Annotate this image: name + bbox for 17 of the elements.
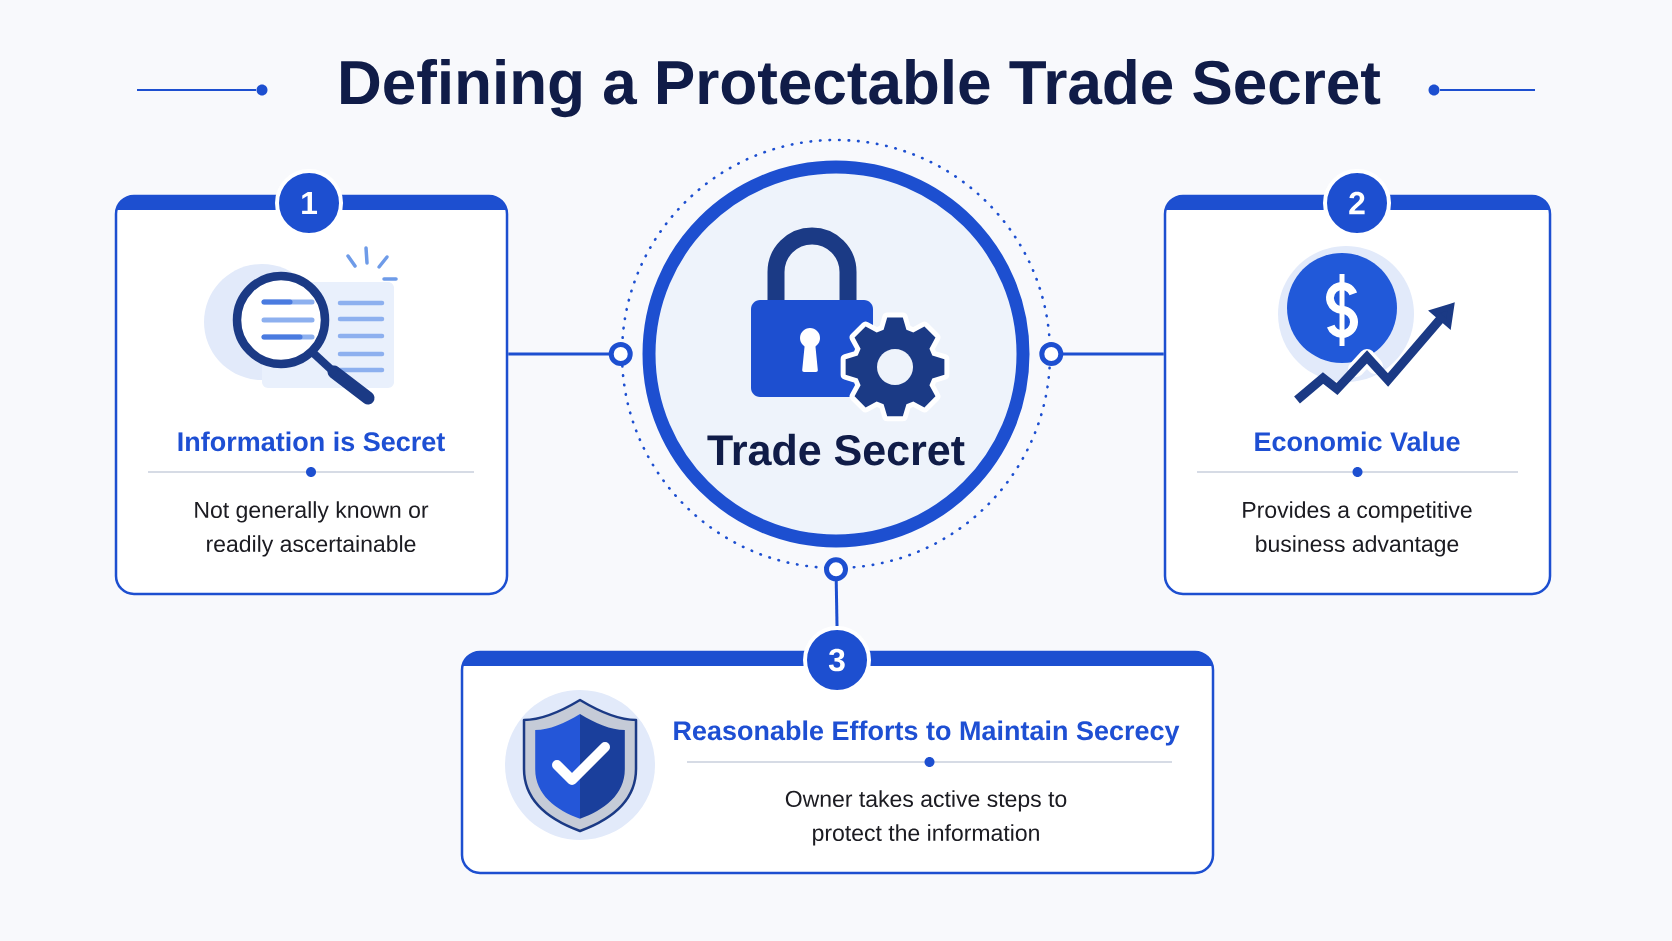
connector-line (1039, 342, 1164, 366)
circle-node (620, 138, 1052, 570)
card-text: Owner takes active steps to protect the information (785, 790, 1067, 846)
card-heading: Economic Value (1255, 431, 1460, 452)
connector-line (824, 557, 848, 626)
number-badge: 1 (275, 169, 343, 237)
card-text: Not generally known or readily ascertainable (195, 501, 429, 557)
connector-line (508, 342, 633, 366)
node-label: Trade Secret (707, 433, 965, 466)
card-heading: Information is Secret (178, 431, 445, 452)
card (460, 650, 1215, 875)
title: Defining a Protectable Trade Secret (341, 59, 1381, 118)
number-badge: 3 (803, 626, 871, 694)
card-heading: Reasonable Efforts to Maintain Secrecy (674, 720, 1180, 746)
card (114, 194, 509, 596)
number-badge: 2 (1323, 169, 1391, 237)
card-text: Provides a competitive business advantage (1243, 501, 1472, 557)
